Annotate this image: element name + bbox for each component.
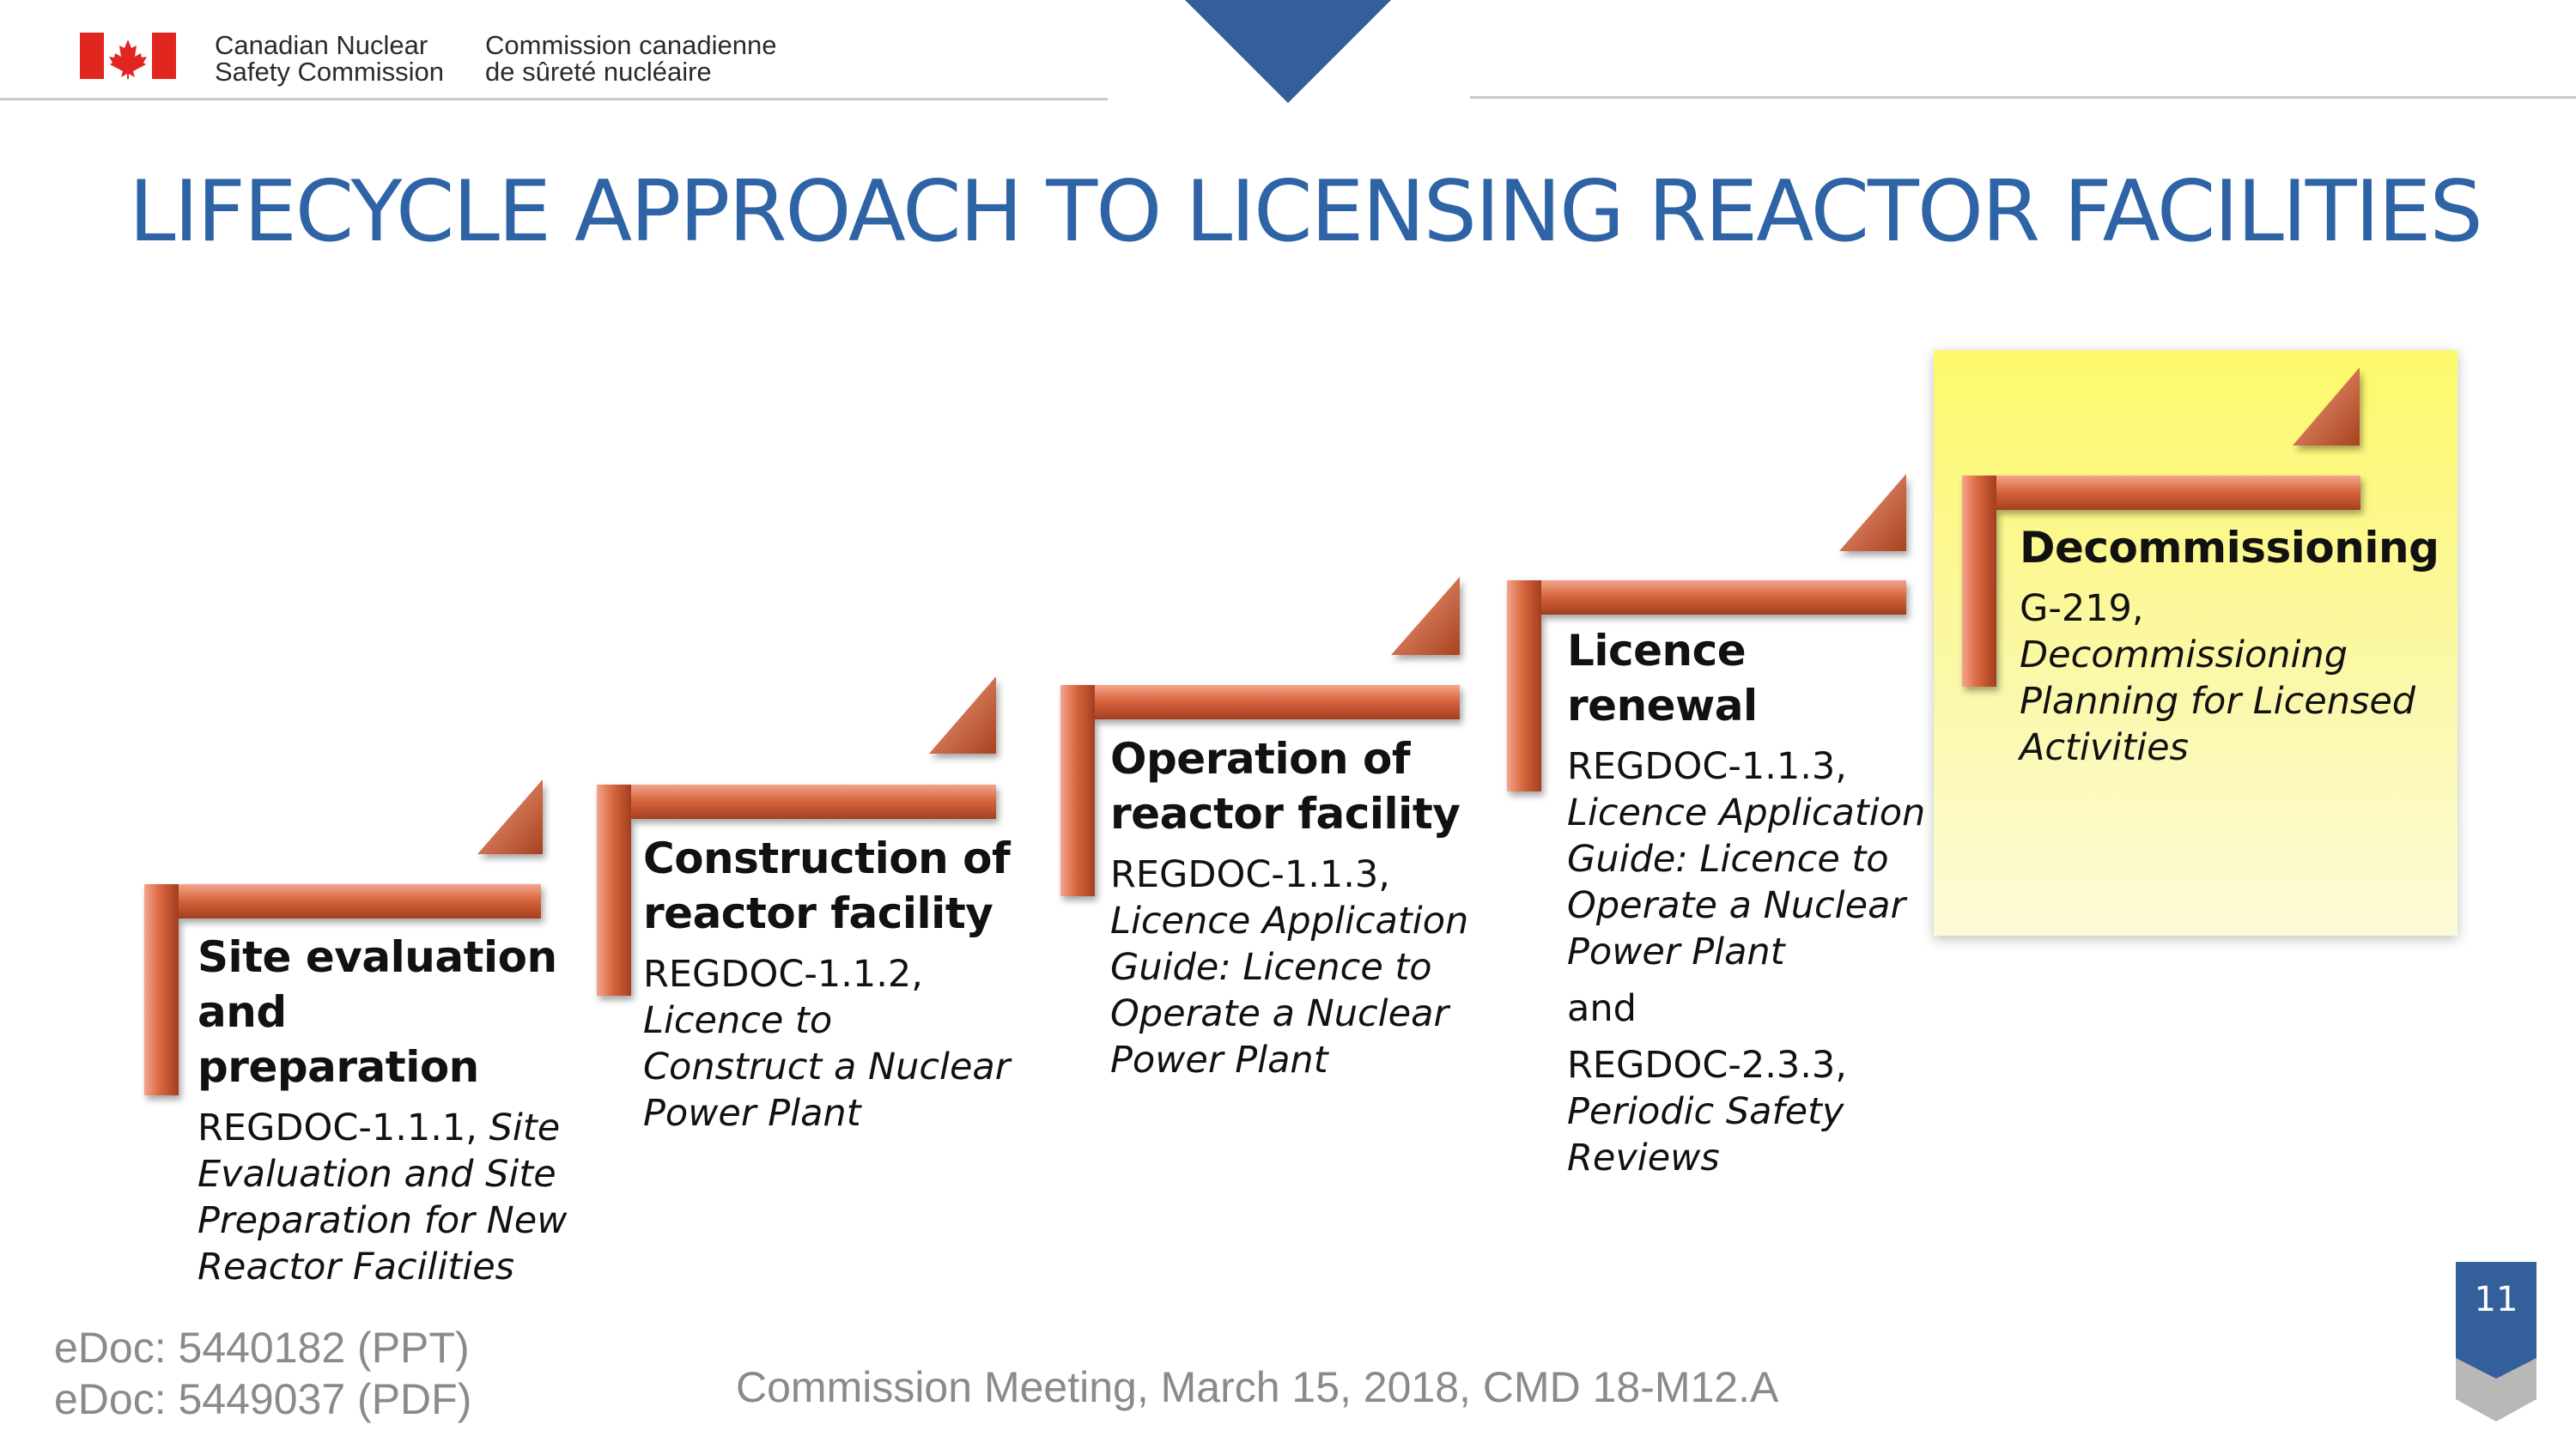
page-number-badge: 11 xyxy=(2456,1262,2537,1425)
step4-arrow-head xyxy=(1839,474,1906,551)
step5-arrow-bar xyxy=(1962,476,2360,510)
step1-arrow-post xyxy=(144,884,179,1095)
step1-doc-title: Site Evaluation and Site Preparation for… xyxy=(197,1106,568,1288)
step-decommissioning: Decommissioning G-219, Decommissioning P… xyxy=(2020,520,2466,771)
step-operation: Operation of reactor facility REGDOC-1.1… xyxy=(1110,731,1471,1083)
step3-heading-line2: reactor facility xyxy=(1110,789,1461,839)
org-name-fr-line2: de sûreté nucléaire xyxy=(485,57,712,87)
page-title: LIFECYCLE APPROACH TO LICENSING REACTOR … xyxy=(129,163,2483,261)
edoc-pdf: eDoc: 5449037 (PDF) xyxy=(54,1375,472,1423)
step4-conjunction: and xyxy=(1567,987,1637,1030)
step3-arrow-head xyxy=(1391,577,1460,655)
step5-arrow-head xyxy=(2293,367,2360,446)
header: Canadian Nuclear Safety Commission Commi… xyxy=(0,0,2576,103)
header-triangle-icon xyxy=(1185,0,1391,103)
page-badge-shape xyxy=(2456,1262,2537,1422)
step5-arrow-post xyxy=(1962,476,1996,687)
step4-arrow-bar xyxy=(1507,580,1906,615)
step2-doc-title: Licence to Construct a Nuclear Power Pla… xyxy=(643,999,1011,1135)
step2-ref: REGDOC-1.1.2, xyxy=(643,953,923,996)
step2-heading-line2: reactor facility xyxy=(643,888,993,938)
step4-ref: REGDOC-1.1.3, xyxy=(1567,745,1847,788)
step1-heading-line2: and preparation xyxy=(197,987,479,1092)
step3-doc-title: Licence Application Guide: Licence to Op… xyxy=(1110,900,1469,1082)
step4-arrow-post xyxy=(1507,580,1541,791)
step3-ref: REGDOC-1.1.3, xyxy=(1110,853,1390,896)
step3-heading-line1: Operation of xyxy=(1110,734,1411,784)
step-construction: Construction of reactor facility REGDOC-… xyxy=(643,831,1012,1137)
edoc-ppt: eDoc: 5440182 (PPT) xyxy=(54,1324,470,1372)
step3-arrow-post xyxy=(1060,685,1095,896)
step2-heading-line1: Construction of xyxy=(643,834,1011,883)
page-number: 11 xyxy=(2474,1280,2518,1319)
step-site-evaluation: Site evaluation and preparation REGDOC-1… xyxy=(197,930,575,1290)
org-name-en-line1: Canadian Nuclear xyxy=(215,30,428,60)
step5-ref: G-219, xyxy=(2020,587,2144,630)
step2-arrow-post xyxy=(597,785,631,996)
header-rule-left xyxy=(0,98,1108,100)
step1-arrow-head xyxy=(477,779,543,854)
step5-doc-title: Decommissioning Planning for Licensed Ac… xyxy=(2020,634,2416,769)
step1-ref: REGDOC-1.1.1, xyxy=(197,1106,489,1149)
step2-arrow-head xyxy=(929,676,996,754)
step4-doc-title2: Periodic Safety Reviews xyxy=(1567,1090,1844,1179)
step3-arrow-bar xyxy=(1060,685,1460,719)
step5-heading-line1: Decommissioning xyxy=(2020,523,2439,573)
meeting-reference: Commission Meeting, March 15, 2018, CMD … xyxy=(736,1363,1779,1411)
step2-arrow-bar xyxy=(597,785,996,819)
step4-doc-title: Licence Application Guide: Licence to Op… xyxy=(1567,791,1926,973)
org-name-en-line2: Safety Commission xyxy=(215,57,445,87)
step-licence-renewal: Licence renewal REGDOC-1.1.3, Licence Ap… xyxy=(1567,623,1928,1181)
step1-heading-line1: Site evaluation xyxy=(197,932,557,982)
canada-flag-icon xyxy=(80,33,176,79)
org-name-fr-line1: Commission canadienne xyxy=(485,30,777,60)
step1-arrow-bar xyxy=(144,884,541,919)
step4-ref2: REGDOC-2.3.3, xyxy=(1567,1044,1847,1087)
highlight-box xyxy=(1934,350,2458,936)
header-rule-right xyxy=(1470,96,2576,99)
step4-heading-line1: Licence renewal xyxy=(1567,626,1758,731)
